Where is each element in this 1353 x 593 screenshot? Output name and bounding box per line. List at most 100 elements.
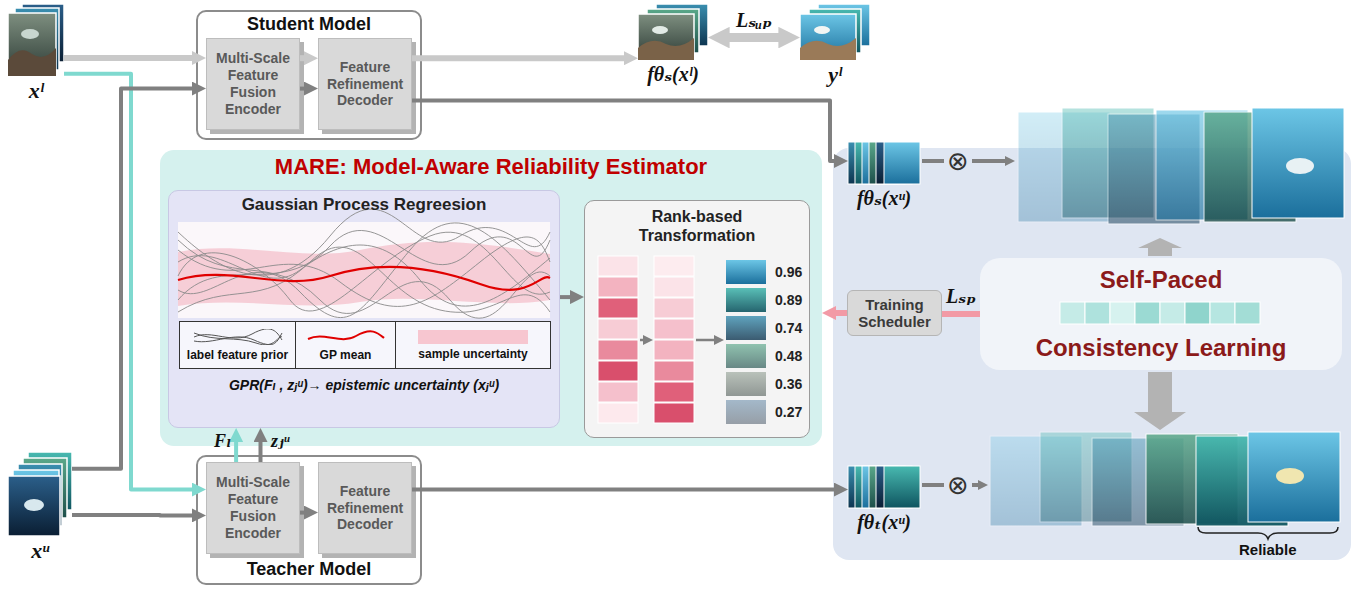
gp-plot	[178, 247, 550, 312]
connector	[720, 33, 788, 42]
panel-title: MARE: Model-Aware Reliability Estimator	[160, 154, 822, 180]
box-title: Consistency Learning	[980, 334, 1342, 362]
score-value: 0.48	[775, 348, 802, 364]
label-holder: Lₛₚ	[946, 284, 976, 308]
score-value: 0.89	[775, 292, 802, 308]
pace-bar	[1110, 302, 1135, 324]
weighted-teacher-stack	[1276, 468, 1304, 484]
text-holder: xˡ	[0, 78, 114, 104]
label-holder: Lₛᵤₚ	[736, 8, 772, 32]
text-holder: fθₜ(xᵘ)	[798, 510, 970, 534]
weighting-arrows	[922, 159, 944, 163]
gp-plot	[178, 232, 550, 311]
legend-sample	[194, 333, 282, 345]
pace-bar	[1135, 302, 1160, 324]
gp-plot	[178, 245, 550, 306]
legend-sample	[308, 331, 384, 339]
label-holder: zⱼᵘ	[271, 430, 289, 452]
connector	[64, 55, 198, 61]
score-columns	[654, 277, 694, 297]
text-holder: yˡ	[750, 62, 920, 88]
legend-text: label feature prior	[187, 348, 288, 362]
input-image-stack	[8, 13, 56, 76]
ranked-thumbnails	[726, 372, 766, 396]
label-holder: 0.96	[775, 264, 802, 280]
legend-sample	[192, 329, 284, 345]
legend-text: sample uncertainty	[418, 347, 527, 361]
model-frame: Student ModelMulti-Scale Feature Fusion …	[196, 10, 422, 140]
output-image-stack	[638, 4, 708, 60]
pace-bar	[1060, 302, 1260, 324]
text-holder: Gaussian Process Regreesion	[169, 195, 559, 215]
legend-sample	[306, 329, 386, 345]
student-prediction-stack	[848, 142, 920, 184]
connector	[412, 488, 840, 492]
weighted-student-stack	[1252, 108, 1344, 218]
output-image-stack	[638, 38, 694, 60]
score-columns	[654, 319, 694, 339]
text-holder: Student Model	[198, 14, 420, 35]
input-image-stack	[8, 4, 64, 76]
connector	[942, 311, 980, 317]
math-label: fθₛ(xˡ)	[588, 62, 758, 86]
text-holder: Rank-based Transformation	[613, 207, 781, 245]
reliable-bracket	[1198, 527, 1338, 539]
frame-title: Teacher Model	[198, 559, 420, 580]
block-label: Multi-Scale Feature Fusion Encoder	[211, 50, 295, 117]
decoder-box: Feature Refinement Decoder	[318, 38, 412, 130]
teacher-prediction-stack	[848, 466, 920, 508]
weighting-arrows	[972, 159, 1010, 163]
pace-bar	[1060, 302, 1085, 324]
formula: GPR(Fₗ , zⱼᵘ)→ epistemic uncertainty (xⱼ…	[169, 377, 559, 393]
label-holder: ⊗	[947, 470, 969, 501]
text-holder: xᵘ	[0, 538, 122, 564]
connector	[300, 87, 310, 91]
teacher-prediction-stack	[884, 466, 920, 508]
connector	[300, 55, 310, 61]
math-label: xᵘ	[0, 538, 122, 564]
label-image-stack	[814, 26, 830, 34]
box-title: Self-Paced	[980, 266, 1342, 294]
bracket-label: Reliable	[1239, 541, 1297, 558]
weighting-arrows	[922, 483, 944, 487]
input-image-stack	[8, 48, 56, 76]
label-holder: 0.48	[775, 348, 802, 364]
unlabeled-image-stack	[8, 476, 60, 536]
label-holder: 0.27	[775, 404, 802, 420]
math-label: fθₜ(xᵘ)	[798, 510, 970, 534]
connector	[560, 295, 576, 299]
math-label: fθₛ(xᵘ)	[798, 186, 970, 210]
ranked-thumbnails	[726, 400, 766, 424]
score-columns	[598, 403, 638, 423]
score-value: 0.36	[775, 376, 802, 392]
label-holder: Fₗ	[214, 430, 231, 452]
score-columns	[654, 298, 694, 318]
score-columns	[654, 256, 694, 276]
schedule-arrows	[1134, 372, 1186, 430]
score-columns	[654, 382, 694, 402]
edge-label: Fₗ	[214, 430, 231, 452]
ranked-thumbnails	[726, 316, 766, 340]
score-columns	[654, 361, 694, 381]
score-columns	[598, 382, 638, 402]
gp-plot	[178, 267, 550, 290]
legend-item: label feature prior	[180, 322, 296, 368]
rank-arrows	[696, 339, 719, 342]
score-columns	[654, 403, 694, 423]
score-columns	[598, 361, 638, 381]
output-image-stack	[652, 26, 668, 34]
legend: label feature prior GP mean sample uncer…	[179, 321, 551, 369]
text-holder: GPR(Fₗ , zⱼᵘ)→ epistemic uncertainty (xⱼ…	[169, 377, 559, 393]
block-label: Training Scheduler	[851, 296, 938, 331]
score-columns	[598, 256, 638, 276]
text-holder: Self-Paced	[980, 266, 1342, 294]
edge-label: zⱼᵘ	[271, 430, 289, 452]
operator-symbol: ⊗	[947, 470, 969, 501]
label-holder: Reliable	[1239, 541, 1297, 558]
gp-plot	[178, 237, 550, 306]
label-image-stack	[800, 14, 856, 60]
weighted-teacher-stack	[990, 432, 1340, 526]
scheduler-box: Training Scheduler	[847, 290, 942, 336]
block-label: Multi-Scale Feature Fusion Encoder	[211, 474, 295, 541]
